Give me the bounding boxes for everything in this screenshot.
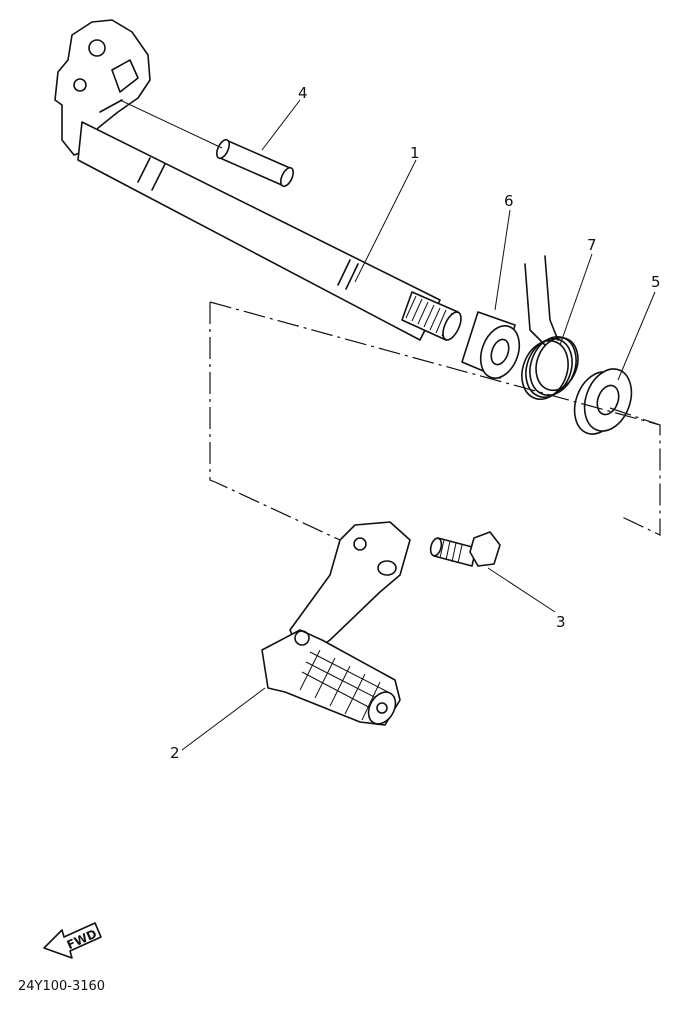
fwd-arrow-icon: FWD bbox=[43, 922, 102, 959]
shift-pedal bbox=[261, 521, 411, 726]
oil-seal bbox=[573, 368, 633, 435]
bolt bbox=[429, 531, 501, 567]
leader-lines bbox=[181, 99, 656, 751]
drawing-code: 24Y100-3160 bbox=[18, 979, 105, 994]
plate-hole bbox=[88, 39, 106, 57]
callout-1: 1 bbox=[410, 144, 420, 162]
callout-7: 7 bbox=[587, 236, 597, 254]
shaft-body bbox=[77, 121, 441, 341]
dowel-pin bbox=[216, 138, 294, 188]
segment-plate bbox=[54, 19, 151, 156]
assembly-guide-line bbox=[209, 301, 661, 541]
plate-hole bbox=[73, 78, 87, 92]
callout-5: 5 bbox=[651, 273, 661, 291]
pin-guide-line bbox=[119, 99, 223, 149]
callout-3: 3 bbox=[556, 613, 566, 631]
collar bbox=[461, 311, 521, 379]
callout-2: 2 bbox=[170, 744, 180, 762]
shift-shaft bbox=[54, 19, 462, 341]
callout-6: 6 bbox=[504, 192, 514, 210]
callout-4: 4 bbox=[298, 84, 308, 102]
return-spring bbox=[521, 255, 579, 400]
